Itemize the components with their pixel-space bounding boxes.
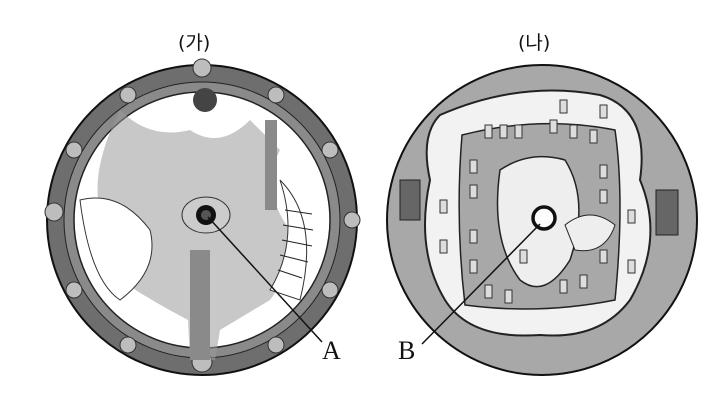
figure-label-ga: (가) (178, 32, 211, 54)
pointer-line-b (421, 223, 541, 345)
pointer-line-a (207, 216, 323, 343)
figure-label-na: (나) (518, 32, 551, 54)
marker-a: A (322, 336, 341, 365)
map-na (386, 64, 698, 376)
map-ga (44, 58, 361, 376)
place-name-boxes (439, 99, 636, 304)
marker-b: B (398, 336, 416, 365)
rim-islands (44, 58, 361, 373)
